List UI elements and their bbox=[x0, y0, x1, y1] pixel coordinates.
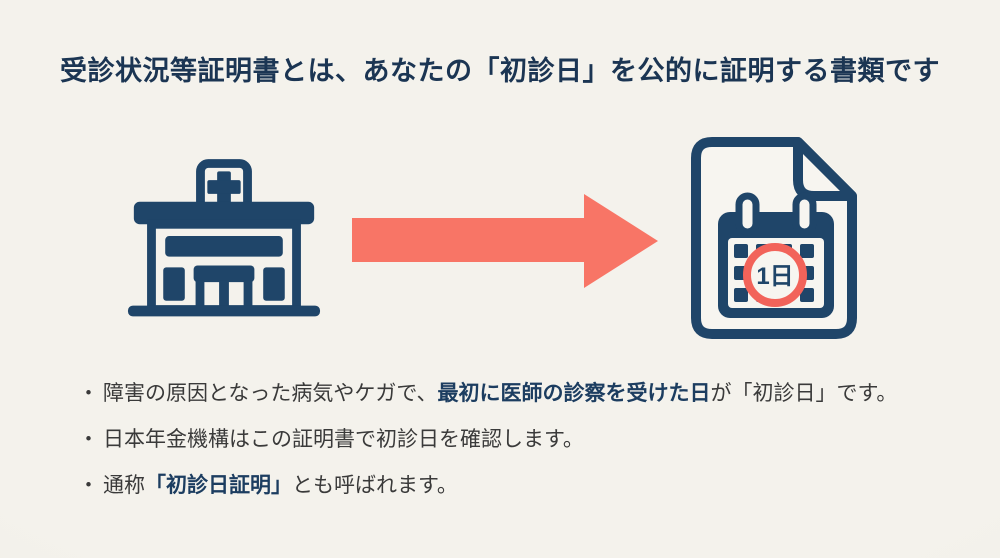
bullet-text-emphasis: 「初診日証明」 bbox=[145, 474, 292, 497]
bullet-text: 日本年金機構はこの証明書で初診日を確認します。 bbox=[103, 428, 584, 451]
bullet-text: とも呼ばれます。 bbox=[292, 474, 458, 497]
calendar-day-label: 1日 bbox=[756, 263, 793, 290]
bullet-text: 通称 bbox=[103, 474, 145, 497]
document-calendar-icon-svg: 1日 bbox=[691, 137, 857, 339]
hospital-icon bbox=[126, 158, 322, 318]
bullet-item: ・通称「初診日証明」とも呼ばれます。 bbox=[78, 471, 897, 501]
page-title: 受診状況等証明書とは、あなたの「初診日」を公的に証明する書類です bbox=[60, 56, 940, 86]
bullet-item: ・日本年金機構はこの証明書で初診日を確認します。 bbox=[78, 425, 897, 455]
bullet-marker: ・ bbox=[78, 428, 99, 451]
document-calendar-icon: 1日 bbox=[690, 136, 858, 340]
bullet-list: ・障害の原因となった病気やケガで、最初に医師の診察を受けた日が「初診日」です。・… bbox=[78, 379, 897, 517]
bullet-text: 障害の原因となった病気やケガで、 bbox=[103, 382, 438, 405]
bullet-text: が「初診日」です。 bbox=[710, 382, 898, 405]
bullet-item: ・障害の原因となった病気やケガで、最初に医師の診察を受けた日が「初診日」です。 bbox=[78, 379, 897, 409]
bullet-marker: ・ bbox=[78, 382, 99, 405]
bullet-text-emphasis: 最初に医師の診察を受けた日 bbox=[437, 382, 711, 405]
arrow-right-icon bbox=[352, 192, 660, 290]
arrow-right-icon-svg bbox=[352, 194, 658, 288]
bullet-marker: ・ bbox=[78, 474, 99, 497]
hospital-icon-svg bbox=[127, 159, 321, 317]
